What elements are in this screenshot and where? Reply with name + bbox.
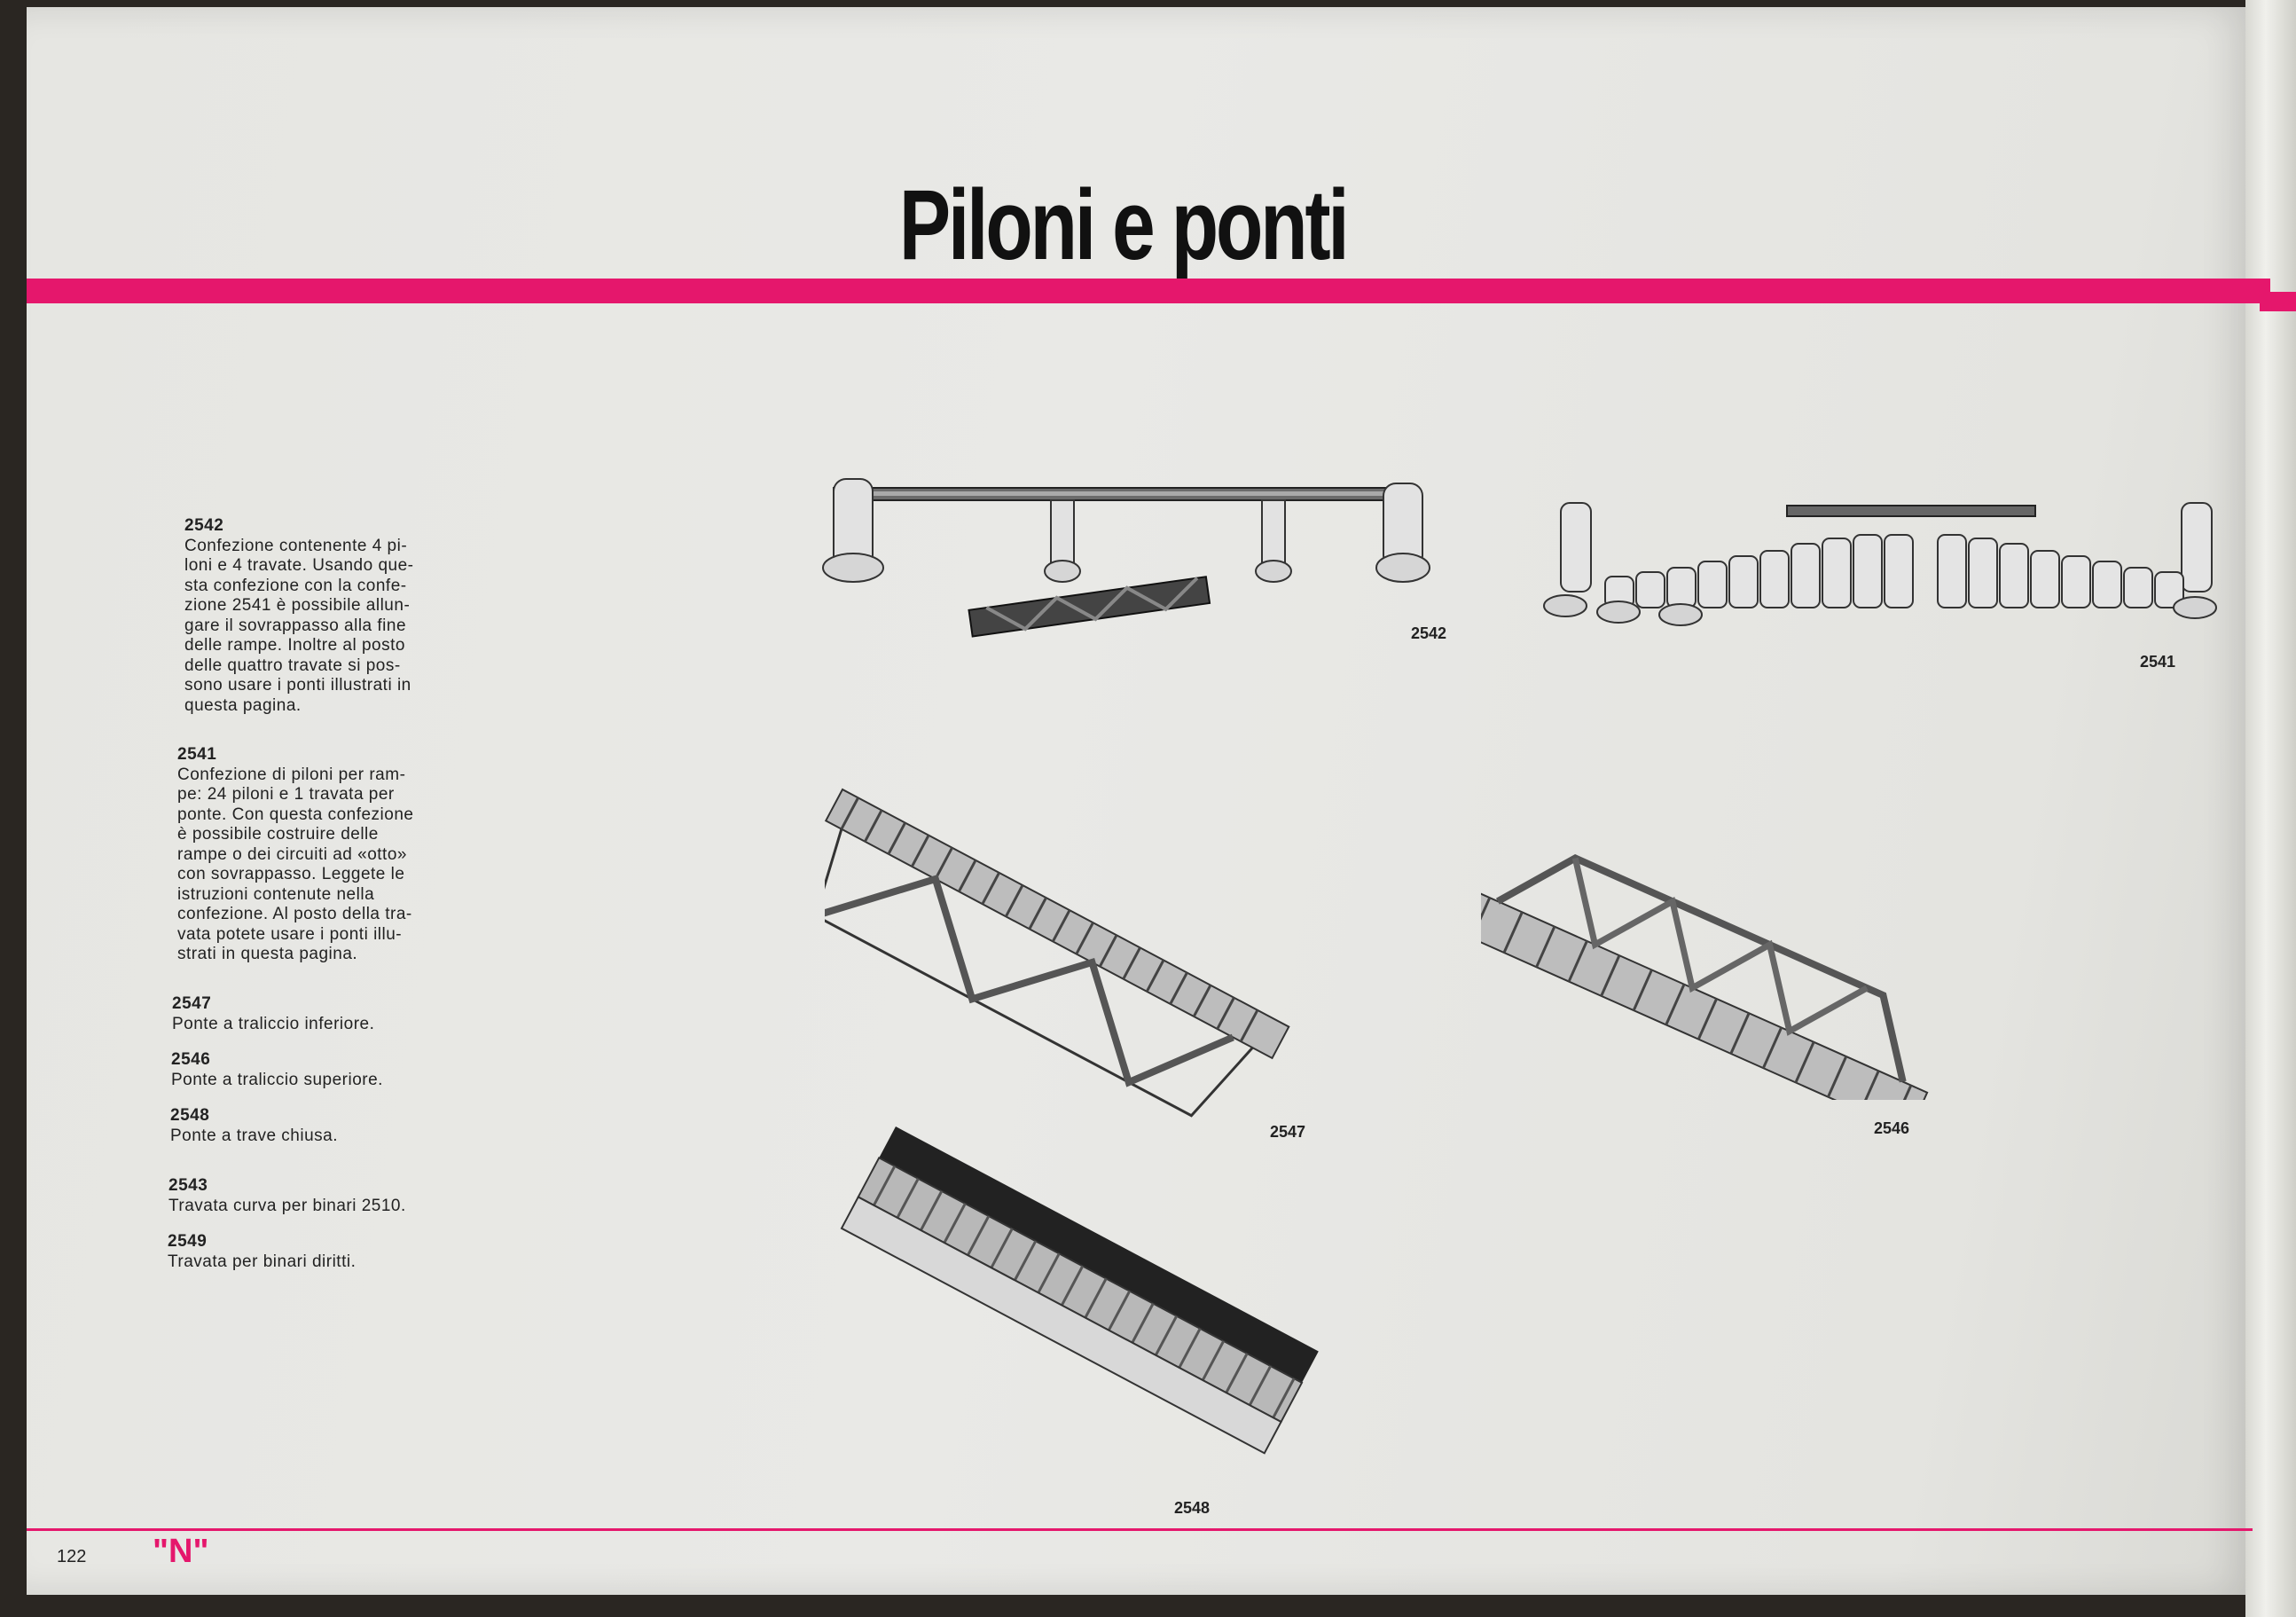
figure-label-2542: 2542 [1411, 624, 1447, 642]
item-code: 2541 [177, 745, 217, 764]
item-description: Travata curva per binari 2510. [168, 1196, 406, 1215]
title-rule [27, 279, 2270, 303]
item-code: 2542 [184, 516, 224, 535]
figure-label-2547: 2547 [1270, 1123, 1306, 1141]
item-code: 2547 [172, 994, 212, 1013]
series-label: "N" [153, 1533, 209, 1570]
item-description: Ponte a traliccio inferiore. [172, 1014, 375, 1033]
item-2548: 2548 Ponte a trave chiusa. [170, 1106, 454, 1146]
item-2546: 2546 Ponte a traliccio superiore. [171, 1050, 455, 1090]
item-description: Travata per binari diritti. [168, 1252, 357, 1271]
figure-label-2546: 2546 [1874, 1119, 1910, 1137]
item-description: Confezione contenente 4 pi- loni e 4 tra… [184, 536, 414, 715]
item-code: 2548 [170, 1106, 210, 1125]
footer-rule [27, 1528, 2253, 1531]
item-2543: 2543 Travata curva per binari 2510. [168, 1176, 470, 1216]
page-title: Piloni e ponti [898, 169, 1350, 280]
title-rule-continuation [2260, 292, 2296, 311]
figure-2542-illustration [822, 478, 1430, 638]
item-code: 2546 [171, 1050, 211, 1069]
item-description: Ponte a traliccio superiore. [171, 1070, 383, 1089]
figure-2541-illustration [1543, 502, 2217, 626]
item-description: Confezione di piloni per ram- pe: 24 pil… [177, 765, 414, 964]
figure-label-2548: 2548 [1174, 1499, 1211, 1517]
item-description: Ponte a trave chiusa. [170, 1126, 338, 1145]
item-2541: 2541 Confezione di piloni per ram- pe: 2… [177, 745, 452, 965]
page-number: 122 [57, 1547, 87, 1566]
figure-2546-illustration [1481, 854, 1929, 1100]
item-code: 2549 [168, 1232, 208, 1251]
figure-2547-illustration [825, 788, 1290, 1118]
figure-2548-illustration [840, 1126, 1319, 1455]
item-2547: 2547 Ponte a traliccio inferiore. [172, 994, 456, 1034]
item-2542: 2542 Confezione contenente 4 pi- loni e … [184, 516, 452, 716]
item-code: 2543 [168, 1176, 208, 1195]
item-2549: 2549 Travata per binari diritti. [168, 1232, 469, 1272]
next-page-edge [2245, 0, 2296, 1617]
figure-label-2541: 2541 [2140, 653, 2176, 671]
